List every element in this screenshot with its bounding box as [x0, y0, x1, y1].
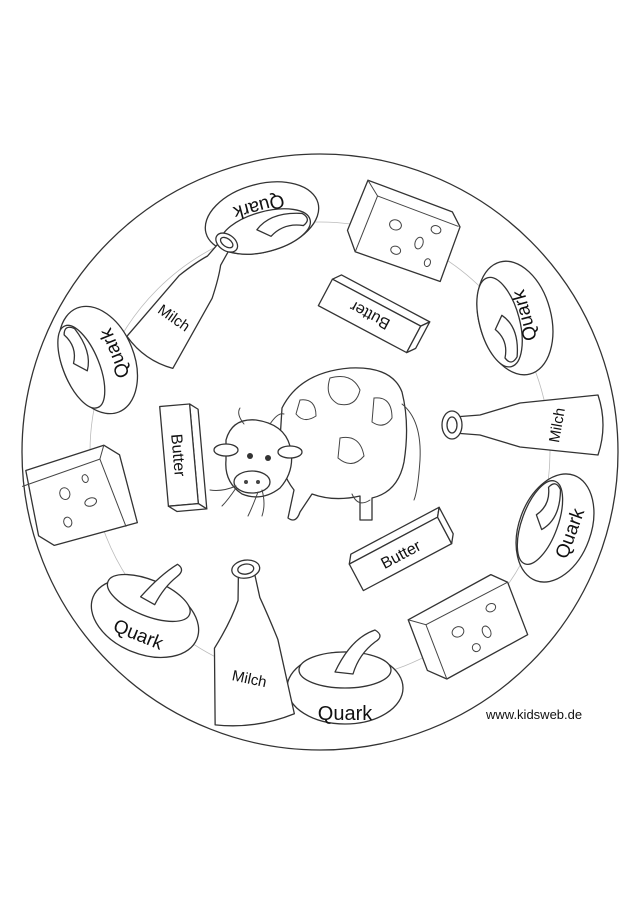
cheese-wedge-left — [22, 444, 138, 547]
cheese-wedge-top — [346, 179, 461, 283]
butter-block-right: Butter — [348, 506, 454, 592]
butter-block-left: Butter — [159, 403, 208, 513]
quark-tub-right-lower: Quark — [515, 473, 595, 583]
quark-tub-bottom-left: Quark — [90, 563, 200, 659]
quark-label: Quark — [318, 703, 373, 725]
cow-illustration — [209, 367, 421, 521]
butter-label: Butter — [167, 433, 188, 478]
website-credit: www.kidsweb.de — [486, 707, 583, 722]
milk-label: Milch — [230, 667, 268, 691]
quark-tub-right-upper: Quark — [476, 260, 554, 376]
milk-bottle-top-left: Milch — [126, 232, 239, 370]
milk-bottle-right: Milch — [441, 394, 604, 456]
quark-tub-left: Quark — [57, 305, 139, 415]
milk-label: Milch — [546, 407, 569, 444]
butter-block-top: Butter — [317, 274, 431, 354]
milk-bottle-bottom: Milch — [213, 559, 296, 727]
cheese-wedge-bottom-right — [407, 573, 529, 680]
quark-tub-top: Quark — [204, 181, 320, 255]
quark-tub-bottom: Quark — [286, 629, 404, 725]
